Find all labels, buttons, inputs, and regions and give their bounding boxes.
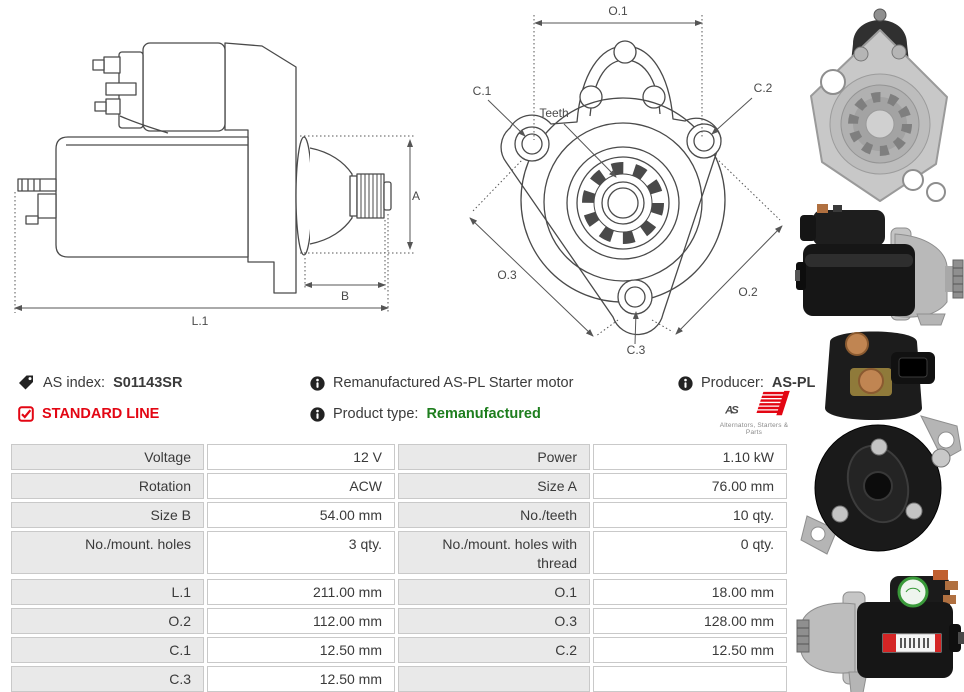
standard-line: STANDARD LINE [18, 406, 159, 422]
producer-label: Producer: [701, 375, 764, 391]
spec-label: L.1 [11, 579, 204, 605]
dim-label-O2: O.2 [738, 285, 758, 299]
spec-label: No./mount. holes with thread [398, 531, 590, 574]
spec-value: 211.00 mm [207, 579, 395, 605]
dim-label-C1: C.1 [473, 84, 492, 98]
product-type-value: Remanufactured [426, 406, 541, 422]
spec-label: O.2 [11, 608, 204, 634]
product-description-text: Remanufactured AS-PL Starter motor [333, 375, 574, 391]
info-icon [678, 375, 693, 391]
label-teeth: Teeth [539, 106, 568, 120]
starter-motor-outline [17, 42, 392, 294]
technical-drawing-front-view: O.1 C.1 C.2 O.3 O.2 C.3 Teeth [469, 4, 783, 357]
technical-drawing-side-view: A B L.1 [14, 42, 420, 328]
dim-label-O3: O.3 [497, 268, 517, 282]
spec-label: O.3 [398, 608, 590, 634]
spec-value: 12.50 mm [593, 637, 787, 663]
logo-tagline: Alternators, Starters & Parts [719, 422, 789, 436]
product-photo-front [810, 8, 948, 202]
product-photo-side-right [795, 204, 964, 326]
spec-label: Power [398, 444, 590, 470]
producer: Producer: AS-PL [678, 375, 815, 391]
dimension-lines-side [14, 135, 416, 313]
spec-label [398, 666, 590, 692]
dim-label-L1: L.1 [192, 314, 209, 328]
product-photo-rear [800, 331, 962, 555]
spec-value: 128.00 mm [593, 608, 787, 634]
checkbox-icon [18, 406, 34, 422]
product-photo-side-left [796, 570, 964, 692]
spec-value: 10 qty. [593, 502, 787, 528]
as-pl-logo-mark: AS [724, 390, 790, 416]
spec-label: Size B [11, 502, 204, 528]
as-index-label: AS index: [43, 375, 106, 391]
info-icon [310, 406, 325, 422]
spec-label: C.2 [398, 637, 590, 663]
spec-value: 54.00 mm [207, 502, 395, 528]
spec-value [593, 666, 787, 692]
as-pl-logo: AS Alternators, Starters & Parts [712, 389, 796, 436]
spec-label: O.1 [398, 579, 590, 605]
dim-label-O1: O.1 [608, 4, 628, 18]
spec-value: 76.00 mm [593, 473, 787, 499]
product-type: Product type: Remanufactured [310, 406, 541, 422]
dim-label-A: A [412, 189, 420, 203]
spec-label: No./mount. holes [11, 531, 204, 574]
tag-icon [19, 375, 33, 390]
product-photos [795, 2, 964, 692]
spec-label: Voltage [11, 444, 204, 470]
logo-text: AS [724, 404, 739, 416]
dimension-lines-front [469, 15, 783, 345]
product-type-label: Product type: [333, 406, 419, 422]
spec-label: C.1 [11, 637, 204, 663]
dim-label-B: B [341, 289, 349, 303]
spec-value: 18.00 mm [593, 579, 787, 605]
dim-label-C2: C.2 [754, 81, 773, 95]
spec-label: C.3 [11, 666, 204, 692]
spec-value: ACW [207, 473, 395, 499]
spec-label: Rotation [11, 473, 204, 499]
producer-value: AS-PL [771, 375, 816, 391]
spec-value: 0 qty. [593, 531, 787, 574]
as-index-value: S01143SR [113, 375, 183, 391]
as-index: AS index: S01143SR [18, 375, 182, 391]
spec-label: Size A [398, 473, 590, 499]
spec-value: 112.00 mm [207, 608, 395, 634]
spec-label: No./teeth [398, 502, 590, 528]
spec-value: 12.50 mm [207, 637, 395, 663]
info-icon [310, 375, 325, 391]
standard-line-label: STANDARD LINE [42, 406, 160, 422]
mounting-flange-outline [500, 40, 726, 336]
spec-value: 1.10 kW [593, 444, 787, 470]
spec-value: 12.50 mm [207, 666, 395, 692]
spec-value: 12 V [207, 444, 395, 470]
dim-label-C3: C.3 [627, 343, 646, 357]
spec-value: 3 qty. [207, 531, 395, 574]
product-description: Remanufactured AS-PL Starter motor [310, 375, 573, 391]
